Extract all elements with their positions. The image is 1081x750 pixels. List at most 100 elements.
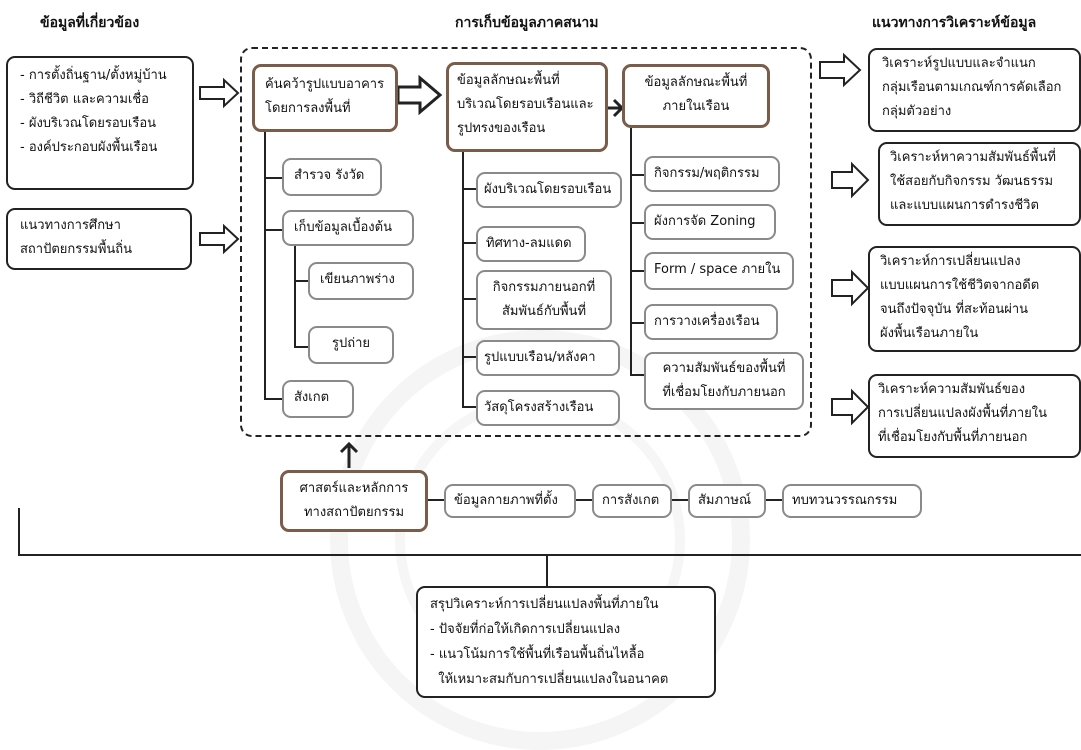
survey-box: สำรวจ รังวัด [282,158,382,196]
connector-line [630,374,644,376]
related-info-item: - องค์ประกอบผังพื้นเรือน [20,140,158,155]
connector-line [294,280,308,282]
summary-line: ให้เหมาะสมกับการเปลี่ยนแปลงในอนาคต [430,672,669,687]
analysis-line: วิเคราะห์รูปแบบและจำแนก [882,56,1036,71]
connector-line [630,174,644,176]
interior-title-line: ภายในเรือน [662,99,730,114]
observe-label: สังเกต [294,390,330,405]
interior-item-label: ที่เชื่อมโยงกับภายนอก [662,385,786,400]
surroundings-item-label: รูปแบบเรือน/หลังคา [484,350,596,365]
observe-box: สังเกต [282,380,354,418]
connector-line [630,322,644,324]
connector-line [462,152,464,408]
analysis-line: ใช้สอยกับกิจกรรม วัฒนธรรม [890,174,1054,189]
summary-line: - ปัจจัยที่ก่อให้เกิดการเปลี่ยนแปลง [430,622,621,637]
interior-item-label: Form / space ภายใน [654,262,781,277]
connector-line [462,188,476,190]
related-info-item: - การตั้งถิ่นฐาน/ตั้งหมู่บ้าน [20,68,167,83]
chain-item-label: การสังเกต [602,493,660,508]
header-analysis-approach: แนวทางการวิเคราะห์ข้อมูล [872,15,1037,31]
research-title-line: โดยการลงพื้นที่ [265,101,351,116]
arrow-right-icon [606,98,625,118]
arrow-right-icon [831,161,870,199]
surroundings-item-label: ทิศทาง-ลมแดด [486,236,572,251]
related-info-box: - การตั้งถิ่นฐาน/ตั้งหมู่บ้าน - วิถีชีวิ… [6,56,194,190]
chain-item-interview: สัมภาษณ์ [688,484,766,518]
analysis-line: แบบแผนการใช้ชีวิตจากอดีต [880,278,1040,293]
header-related-info: ข้อมูลที่เกี่ยวข้อง [40,15,140,31]
chain-connector [766,499,782,501]
interior-box: ข้อมูลลักษณะพื้นที่ ภายในเรือน [622,64,770,128]
connector-line [294,244,296,348]
principles-box: ศาสตร์และหลักการ ทางสถาปัตยกรรม [280,470,428,532]
arrow-up-icon [339,441,359,468]
interior-item-label: การวางเครื่องเรือน [654,314,760,329]
header-field-collection: การเก็บข้อมูลภาคสนาม [455,15,599,31]
study-approach-line: แนวทางการศึกษา [20,218,121,233]
connector-line [462,356,476,358]
analysis-box: วิเคราะห์หาความสัมพันธ์พื้นที่ ใช้สอยกับ… [878,142,1081,226]
connector-line [264,177,282,179]
interior-item-label: ความสัมพันธ์ของพื้นที่ [662,361,786,376]
surroundings-title-line: ข้อมูลลักษณะพื้นที่ [457,73,560,88]
connector-line [264,398,282,400]
related-info-item: - วิถีชีวิต และความเชื่อ [20,92,149,107]
chain-connector [428,499,444,501]
interior-title-line: ข้อมูลลักษณะพื้นที่ [644,75,748,90]
interior-item: การวางเครื่องเรือน [644,304,778,340]
bracket-line [546,554,548,586]
summary-line: - แนวโน้มการใช้พื้นที่เรือนพื้นถิ่นไหลื้… [430,647,645,662]
surroundings-item-label: วัสดุโครงสร้างเรือน [484,400,594,415]
principles-title-line: ทางสถาปัตยกรรม [303,505,405,520]
research-box: ค้นคว้ารูปแบบอาคาร โดยการลงพื้นที่ [252,64,398,132]
arrow-right-icon [199,223,240,255]
basic-data-box: เก็บข้อมูลเบื้องต้น [282,210,414,246]
analysis-box: วิเคราะห์รูปแบบและจำแนก กลุ่มเรือนตามเกณ… [868,48,1081,132]
analysis-line: จนถึงปัจจุบัน ที่สะท้อนผ่าน [880,302,1029,317]
surroundings-title-line: บริเวณโดยรอบเรือนและ [457,97,594,112]
connector-line [630,222,644,224]
interior-item: กิจกรรม/พฤติกรรม [644,156,780,192]
analysis-line: วิเคราะห์ความสัมพันธ์ของ [878,382,1026,397]
arrow-right-icon [831,388,870,426]
chain-connector [576,499,592,501]
analysis-box: วิเคราะห์การเปลี่ยนแปลง แบบแผนการใช้ชีวิ… [868,246,1081,352]
analysis-line: กลุ่มเรือนตามเกณฑ์การคัดเลือก [882,80,1062,95]
surroundings-item-label: สัมพันธ์กับพื้นที่ [501,304,587,319]
chain-item-label: ข้อมูลกายภาพที่ตั้ง [454,493,558,508]
bracket-line [18,554,1081,556]
analysis-line: การเปลี่ยนแปลงผังพื้นที่ภายใน [878,406,1047,421]
surroundings-item-label: ผังบริเวณโดยรอบเรือน [484,182,612,197]
interior-item: ผังการจัด Zoning [644,204,776,240]
interior-item: ความสัมพันธ์ของพื้นที่ ที่เชื่อมโยงกับภา… [644,352,804,410]
surroundings-box: ข้อมูลลักษณะพื้นที่ บริเวณโดยรอบเรือนและ… [446,62,608,152]
related-info-item: - ผังบริเวณโดยรอบเรือน [20,116,157,131]
summary-line: สรุปวิเคราะห์การเปลี่ยนแปลงพื้นที่ภายใน [430,597,659,612]
connector-line [462,298,476,300]
field-collection-frame [240,47,812,437]
summary-box: สรุปวิเคราะห์การเปลี่ยนแปลงพื้นที่ภายใน … [416,586,716,698]
analysis-box: วิเคราะห์ความสัมพันธ์ของ การเปลี่ยนแปลงผ… [868,374,1081,458]
bracket-line [18,508,20,556]
analysis-line: ที่เชื่อมโยงกับพื้นที่ภายนอก [878,430,1028,445]
surroundings-item: ทิศทาง-ลมแดด [476,226,586,262]
photo-label: รูปถ่าย [332,336,371,351]
interior-item: Form / space ภายใน [644,252,794,290]
principles-title-line: ศาสตร์และหลักการ [299,481,409,496]
chain-item-physical-data: ข้อมูลกายภาพที่ตั้ง [444,484,576,518]
study-approach-box: แนวทางการศึกษา สถาปัตยกรรมพื้นถิ่น [6,208,192,270]
chain-connector [672,499,688,501]
interior-item-label: ผังการจัด Zoning [654,214,756,229]
connector-line [294,346,308,348]
analysis-line: กลุ่มตัวอย่าง [882,104,952,119]
surroundings-item-label: กิจกรรมภายนอกที่ [492,280,596,295]
connector-line [630,128,632,376]
research-title-line: ค้นคว้ารูปแบบอาคาร [265,77,385,92]
arrow-right-icon [199,77,240,109]
surroundings-item: วัสดุโครงสร้างเรือน [476,390,620,426]
analysis-line: ผังพื้นเรือนภายใน [880,326,979,341]
analysis-line: และแบบแผนการดำรงชีวิต [890,198,1039,213]
arrow-right-icon [396,74,443,116]
basic-data-label: เก็บข้อมูลเบื้องต้น [294,220,392,235]
surroundings-item: ผังบริเวณโดยรอบเรือน [476,172,622,208]
